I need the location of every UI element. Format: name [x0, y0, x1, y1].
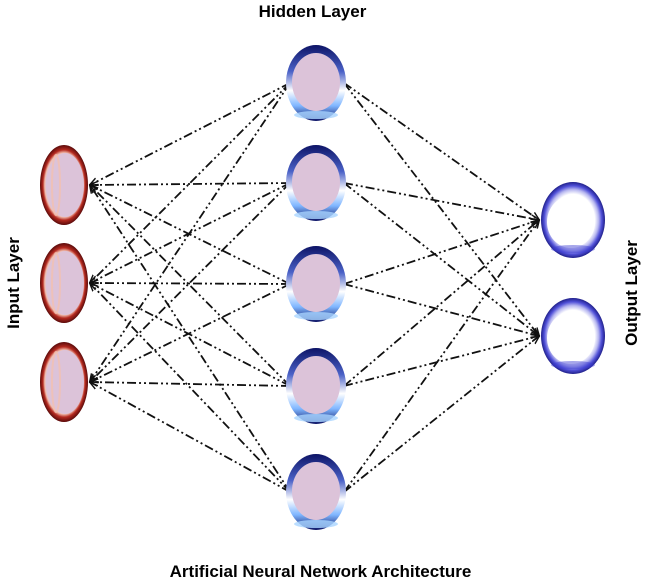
input-node-3 [40, 342, 88, 422]
edge-hidden-1-input-2 [90, 82, 291, 283]
edge-hidden-3-input-3 [90, 283, 291, 382]
edge-hidden-5-input-1 [90, 185, 291, 493]
hidden-node-1 [286, 45, 346, 121]
edge-hidden-2-input-3 [90, 182, 291, 382]
connection-edges [90, 82, 539, 493]
edge-hidden-1-input-1 [90, 82, 291, 185]
edge-hidden-1-output-2 [343, 82, 539, 336]
edge-hidden-3-output-1 [343, 220, 539, 285]
hidden-node-5 [286, 454, 346, 530]
edge-hidden-3-input-1 [90, 185, 291, 285]
edge-hidden-4-input-2 [90, 283, 291, 387]
input-node-1 [40, 145, 88, 225]
edge-hidden-2-input-2 [90, 182, 291, 283]
edge-hidden-1-output-1 [343, 82, 539, 220]
edge-hidden-4-input-3 [90, 382, 291, 387]
diagram-caption: Artificial Neural Network Architecture [169, 562, 472, 581]
output-node-1 [541, 182, 605, 258]
edge-hidden-3-output-2 [343, 283, 539, 336]
network-nodes [40, 45, 605, 530]
edge-hidden-3-input-2 [90, 283, 291, 284]
edge-hidden-4-output-2 [343, 336, 539, 387]
hidden-layer-label: Hidden Layer [258, 2, 367, 21]
edge-hidden-5-output-2 [343, 336, 539, 493]
edge-hidden-2-output-2 [343, 182, 539, 336]
hidden-node-3 [286, 246, 346, 322]
input-layer-label: Input Layer [4, 237, 23, 329]
edge-hidden-2-input-1 [90, 183, 291, 185]
edge-hidden-4-input-1 [90, 185, 291, 387]
hidden-node-2 [286, 145, 346, 221]
edge-hidden-2-output-1 [343, 182, 539, 220]
edge-hidden-4-output-1 [343, 220, 539, 387]
edge-hidden-5-output-1 [343, 220, 539, 493]
input-node-2 [40, 243, 88, 323]
output-node-2 [541, 298, 605, 374]
hidden-node-4 [286, 348, 346, 424]
edge-hidden-5-input-2 [90, 283, 291, 493]
edge-hidden-5-input-3 [90, 382, 291, 493]
output-layer-label: Output Layer [622, 240, 641, 346]
